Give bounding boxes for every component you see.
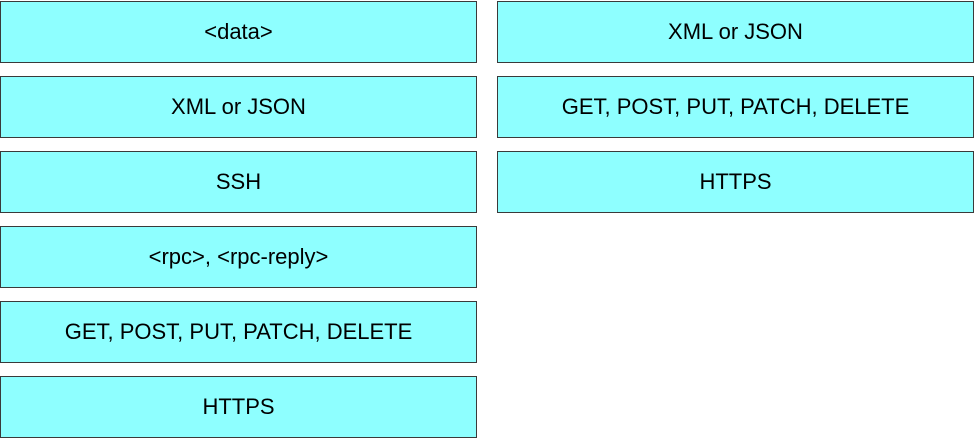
option-tile-http-methods[interactable]: GET, POST, PUT, PATCH, DELETE — [0, 301, 477, 363]
target-tile-xml-or-json[interactable]: XML or JSON — [497, 1, 974, 63]
option-tile-https[interactable]: HTTPS — [0, 376, 477, 438]
option-label: <rpc>, <rpc-reply> — [148, 244, 329, 269]
target-tile-http-methods[interactable]: GET, POST, PUT, PATCH, DELETE — [497, 76, 974, 138]
option-tile-ssh[interactable]: SSH — [0, 151, 477, 213]
target-label: XML or JSON — [668, 19, 803, 44]
option-label: SSH — [215, 169, 262, 194]
option-tile-data[interactable]: <data> — [0, 1, 477, 63]
option-label: <data> — [204, 19, 273, 44]
option-tile-rpc[interactable]: <rpc>, <rpc-reply> — [0, 226, 477, 288]
target-tile-https[interactable]: HTTPS — [497, 151, 974, 213]
option-label: XML or JSON — [171, 94, 306, 119]
option-tile-xml-or-json[interactable]: XML or JSON — [0, 76, 477, 138]
target-label: GET, POST, PUT, PATCH, DELETE — [561, 94, 910, 119]
option-label: GET, POST, PUT, PATCH, DELETE — [64, 319, 413, 344]
target-label: HTTPS — [699, 169, 772, 194]
option-label: HTTPS — [202, 394, 275, 419]
